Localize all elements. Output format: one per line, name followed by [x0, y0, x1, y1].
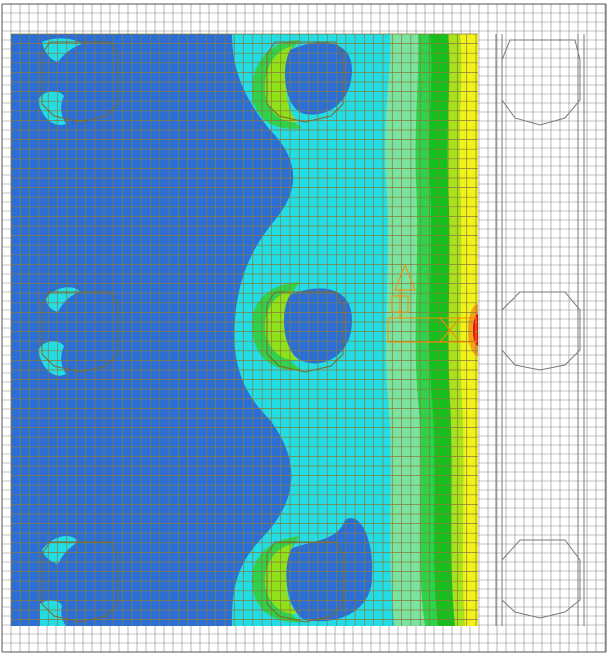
hole-outline: [41, 291, 119, 373]
element-mesh: [10, 33, 478, 626]
hole-outline: [266, 541, 344, 623]
cross-box-icon[interactable]: [387, 263, 477, 343]
hole-outline: [266, 291, 344, 373]
hole-outlines: [41, 41, 344, 623]
hole-outline: [41, 41, 119, 123]
hole-outline: [41, 541, 119, 623]
unloaded-part: [495, 34, 585, 626]
hole-outline: [266, 41, 344, 123]
hole-top-left: [38, 38, 82, 125]
contour-region: [11, 34, 478, 626]
